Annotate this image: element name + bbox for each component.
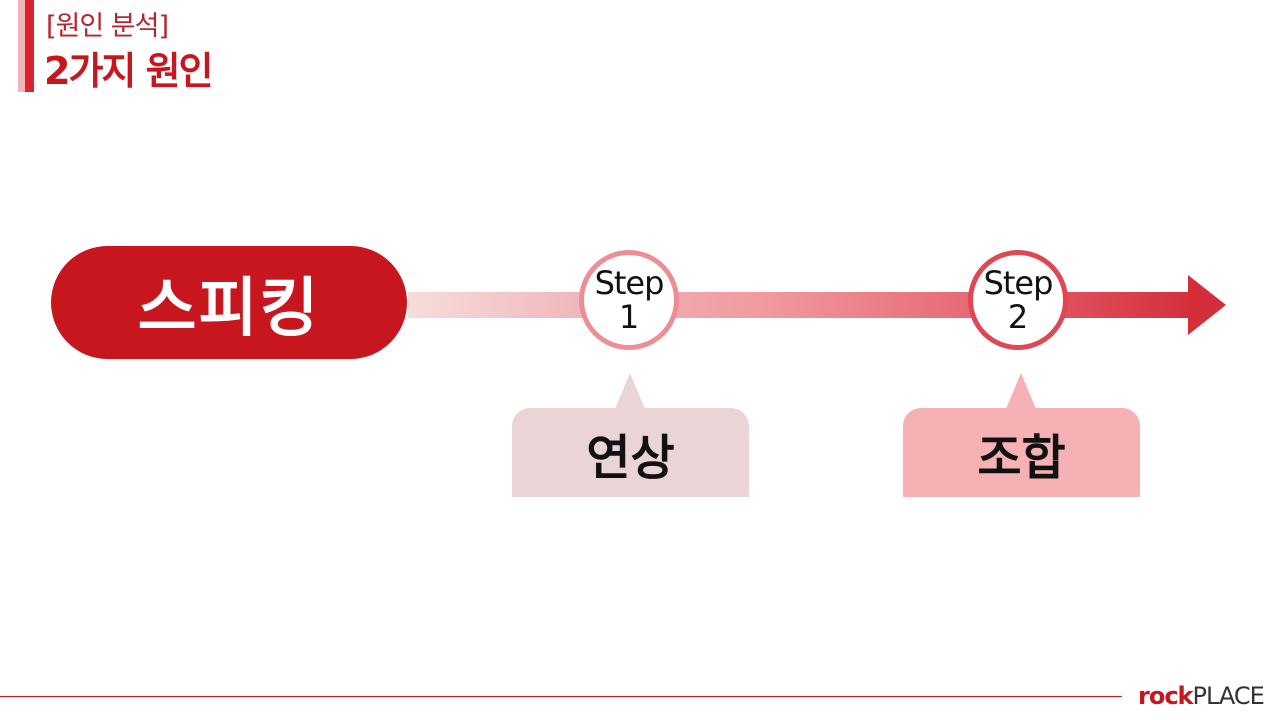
- callout-association: 연상: [512, 408, 749, 497]
- callout-2-pointer: [1006, 373, 1036, 409]
- step-2-number: 2: [1007, 298, 1029, 336]
- callout-combination: 조합: [903, 408, 1140, 497]
- step-1-circle: Step 1: [579, 250, 679, 350]
- step-1-number: 1: [618, 298, 640, 336]
- slide-subtitle: [원인 분석]: [46, 11, 169, 42]
- slide-title: 2가지 원인: [44, 49, 214, 93]
- logo-primary-text: rock: [1138, 682, 1194, 710]
- step-2-circle: Step 2: [968, 250, 1068, 350]
- step-2-word: Step: [983, 264, 1054, 302]
- main-topic-label: 스피킹: [137, 271, 321, 346]
- logo-secondary-text: PLACE: [1192, 682, 1265, 710]
- brand-logo: rockPLACE: [1138, 682, 1265, 710]
- arrow-right-icon: [1188, 275, 1226, 335]
- timeline-track: [408, 292, 1193, 318]
- callout-1-pointer: [615, 373, 645, 409]
- callout-association-label: 연상: [586, 429, 675, 486]
- main-topic-pill: 스피킹: [51, 246, 407, 359]
- step-1-word: Step: [594, 264, 665, 302]
- footer-divider: [0, 696, 1122, 697]
- header-accent-bar: [25, 0, 34, 92]
- header-accent-bar-light: [18, 0, 25, 92]
- callout-combination-label: 조합: [977, 429, 1066, 486]
